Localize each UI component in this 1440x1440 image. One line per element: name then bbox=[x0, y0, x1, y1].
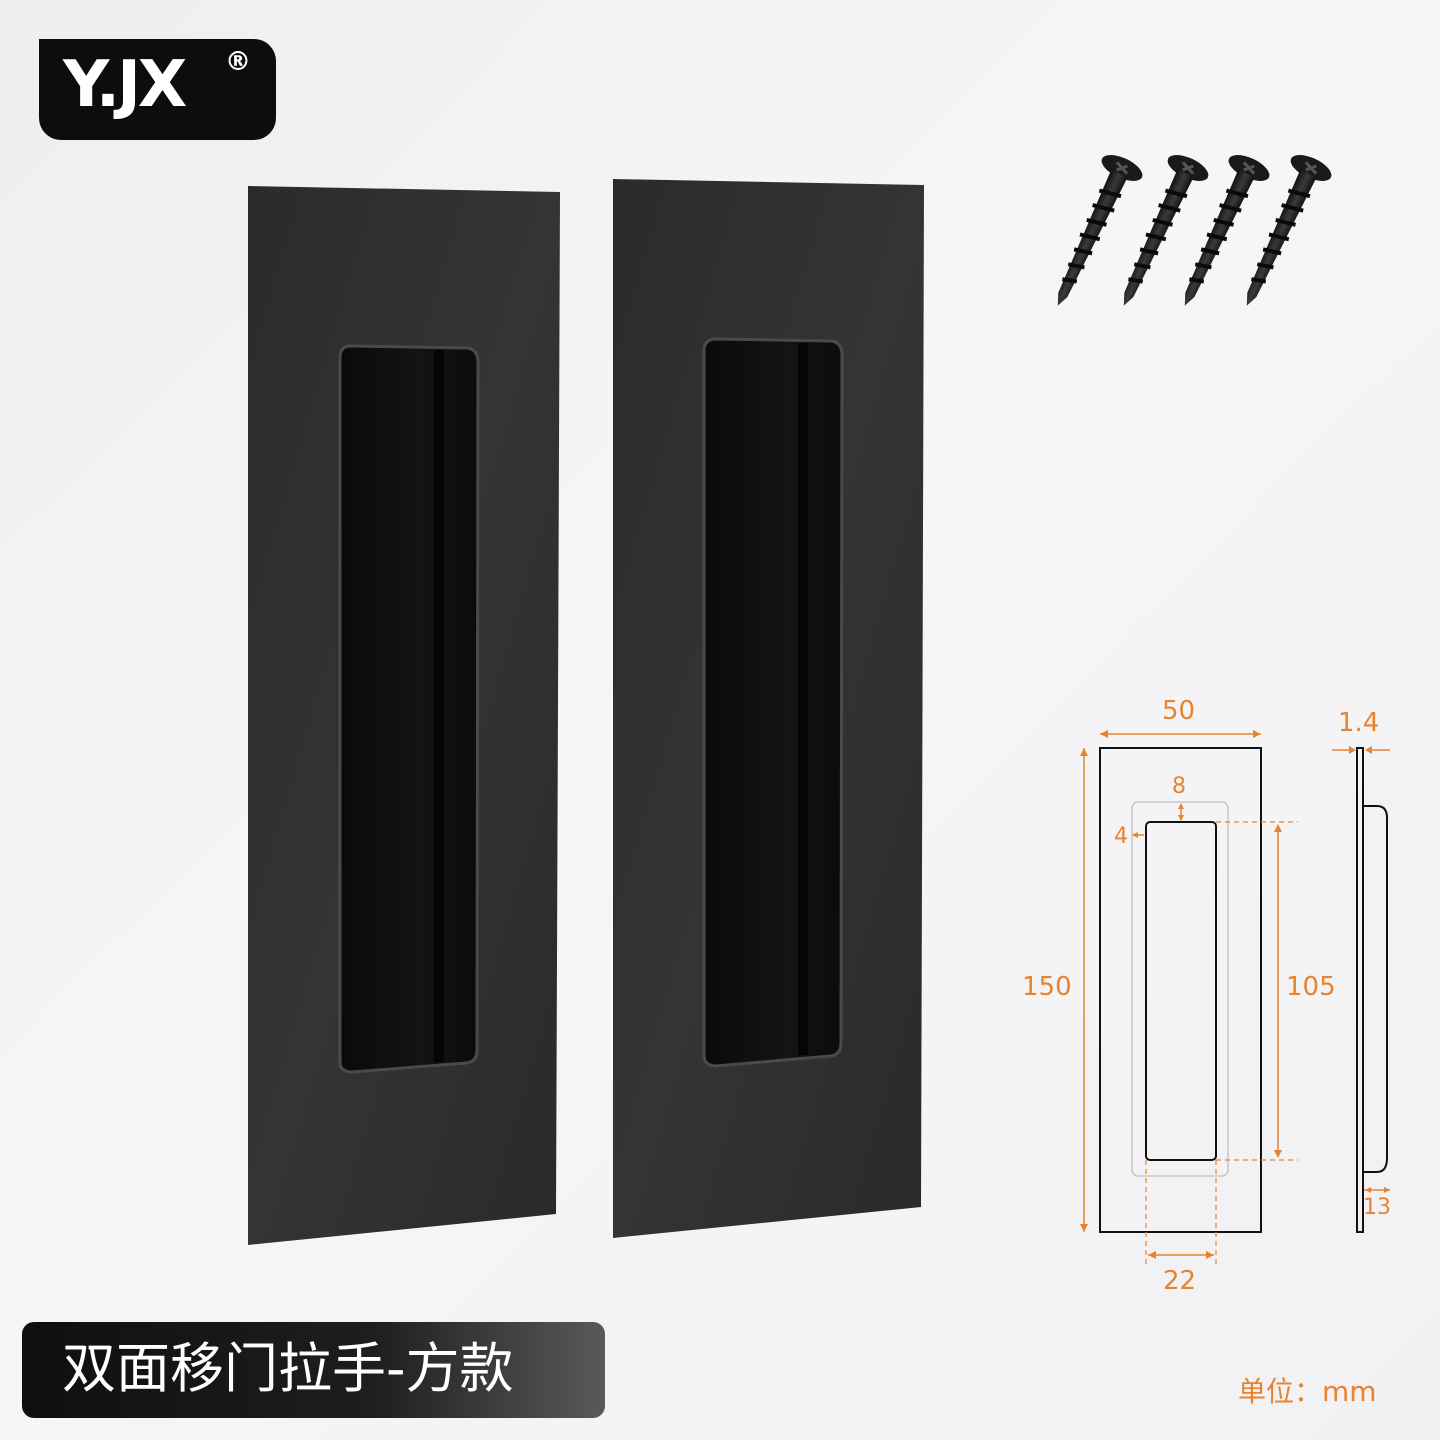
technical-drawing-side bbox=[1332, 746, 1390, 1233]
product-title-banner: 双面移门拉手-方款 bbox=[22, 1322, 605, 1418]
brand-logo: Y.JX ® bbox=[39, 39, 276, 140]
technical-drawing-front bbox=[1080, 730, 1298, 1266]
handle-right bbox=[613, 179, 924, 1238]
dim-thickness-label: 1.4 bbox=[1338, 708, 1380, 738]
dim-inner-width-label: 22 bbox=[1163, 1266, 1197, 1296]
dim-depth-label: 13 bbox=[1363, 1195, 1391, 1220]
unit-label: 单位：mm bbox=[1238, 1375, 1377, 1408]
screw-set bbox=[1057, 155, 1332, 306]
handle-left bbox=[248, 186, 560, 1245]
dim-top-offset-label: 8 bbox=[1172, 774, 1186, 799]
dim-height-label: 150 bbox=[1022, 972, 1072, 1002]
dim-side-offset-label: 4 bbox=[1114, 824, 1128, 849]
dim-width-label: 50 bbox=[1162, 696, 1196, 726]
registered-mark: ® bbox=[225, 47, 251, 77]
logo-text: Y.JX bbox=[63, 48, 187, 122]
product-title: 双面移门拉手-方款 bbox=[62, 1337, 514, 1400]
dim-inner-height-label: 105 bbox=[1286, 972, 1336, 1002]
